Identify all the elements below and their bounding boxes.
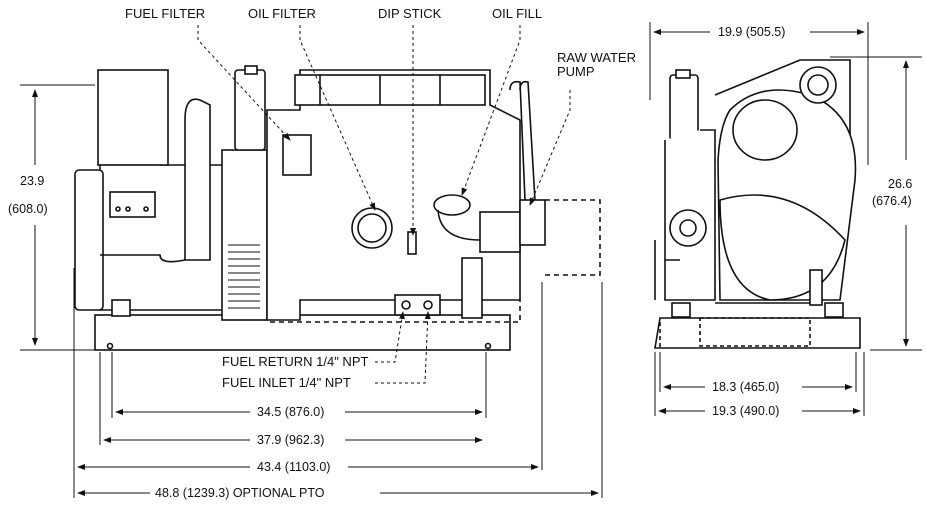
dip-stick <box>407 231 417 255</box>
end-view-dimensions <box>649 22 922 416</box>
label-raw-water: RAW WATER <box>557 50 636 65</box>
end-flywheel <box>732 99 798 161</box>
raw-water-pump <box>479 211 521 253</box>
end-base <box>654 317 861 349</box>
label-pump: PUMP <box>557 64 595 79</box>
label-oil-fill: OIL FILL <box>492 6 542 21</box>
base-bolt <box>484 342 492 350</box>
fuel-port-block <box>394 294 441 316</box>
label-fuel-inlet: FUEL INLET 1/4" NPT <box>222 375 351 390</box>
leader-lines <box>197 25 571 384</box>
base-bolt <box>106 342 114 350</box>
label-fuel-filter: FUEL FILTER <box>125 6 205 21</box>
optional-pto-outline <box>545 199 601 276</box>
oil-fill-cap <box>433 194 471 216</box>
valve-cover <box>294 74 486 106</box>
label-fuel-return: FUEL RETURN 1/4" NPT <box>222 354 368 369</box>
dim-height-left-mm: (608.0) <box>8 202 48 216</box>
dim-length-1: 34.5 (876.0) <box>257 405 324 419</box>
fuel-filter <box>282 134 312 176</box>
end-air-cleaner <box>799 66 837 104</box>
end-raw-water-pump <box>669 209 707 247</box>
dim-height-right-mm: (676.4) <box>872 194 912 208</box>
coolant-tank <box>234 69 266 151</box>
dim-height-left-in: 23.9 <box>20 174 44 188</box>
end-coolant-tank <box>669 74 699 141</box>
dimension-height-left <box>20 84 95 351</box>
exhaust-pipe <box>184 98 211 261</box>
base-rail <box>94 314 511 351</box>
end-view <box>654 59 861 349</box>
dim-top-width: 19.9 (505.5) <box>718 25 785 39</box>
control-panel <box>221 149 268 321</box>
dim-length-2: 37.9 (962.3) <box>257 433 324 447</box>
engine-mount <box>461 257 483 319</box>
dim-height-right-in: 26.6 <box>888 177 912 191</box>
label-oil-filter: OIL FILTER <box>248 6 316 21</box>
air-intake-box <box>97 69 169 166</box>
dim-length-3: 43.4 (1103.0) <box>257 460 330 474</box>
dim-base-width-2: 19.3 (490.0) <box>712 404 779 418</box>
side-view <box>74 65 601 351</box>
label-dip-stick: DIP STICK <box>378 6 442 21</box>
dim-base-width-1: 18.3 (465.0) <box>712 380 779 394</box>
dim-length-4: 48.8 (1239.3) OPTIONAL PTO <box>155 486 325 500</box>
dimension-lengths <box>73 268 603 498</box>
